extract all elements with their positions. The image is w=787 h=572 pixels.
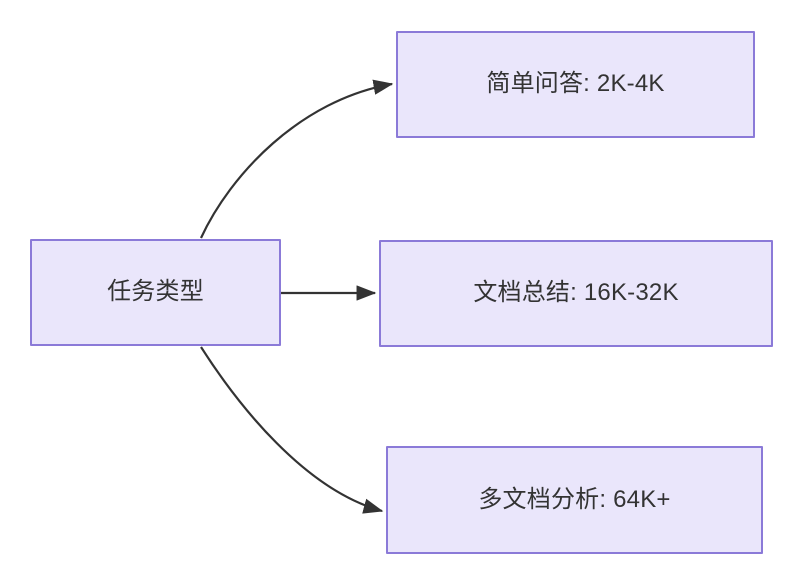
node-multi-doc-label: 多文档分析: 64K+ xyxy=(478,485,671,513)
node-task-type[interactable]: 任务类型 xyxy=(30,239,281,346)
node-doc-summary-label: 文档总结: 16K-32K xyxy=(473,279,679,307)
node-simple-qa[interactable]: 简单问答: 2K-4K xyxy=(396,31,755,138)
edge-source-to-simple-qa xyxy=(200,79,394,239)
node-multi-doc[interactable]: 多文档分析: 64K+ xyxy=(386,446,763,554)
node-doc-summary[interactable]: 文档总结: 16K-32K xyxy=(379,240,773,347)
node-task-type-label: 任务类型 xyxy=(107,278,204,306)
node-simple-qa-label: 简单问答: 2K-4K xyxy=(486,70,665,98)
edge-source-to-multi-doc xyxy=(200,346,384,514)
